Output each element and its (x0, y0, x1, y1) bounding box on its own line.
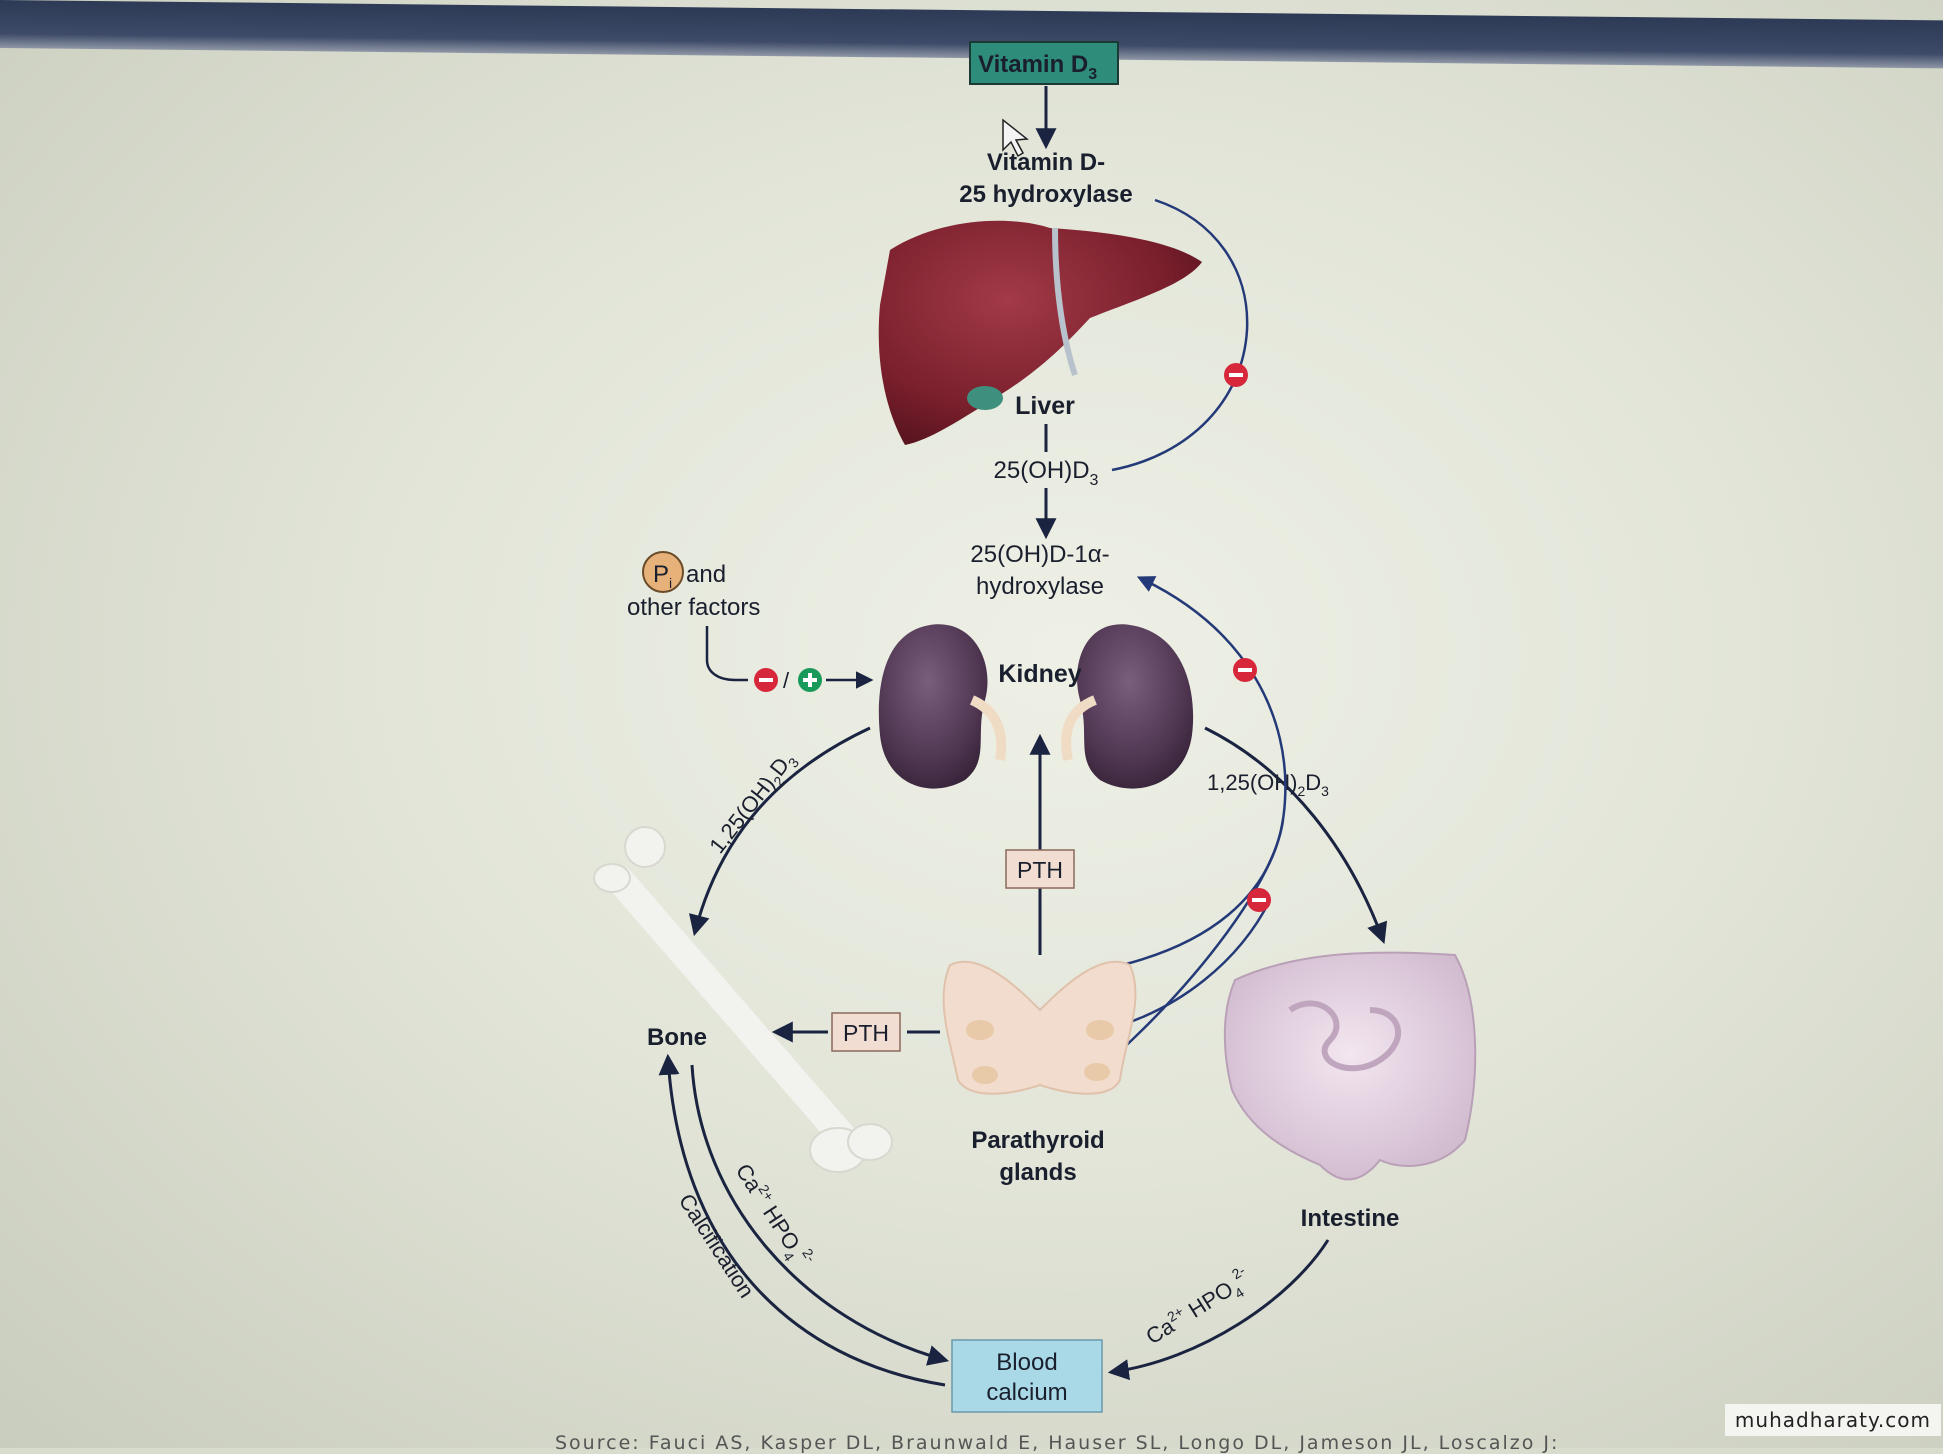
calcitriol-feedback-to-parathyroid-2 (1102, 819, 1285, 1068)
phosphate-label-line2: other factors (627, 594, 760, 621)
enzyme-25-hydroxylase-line1: Vitamin D- (987, 149, 1105, 176)
phosphate-connector (705, 626, 748, 682)
calcitriol-feedback-to-enzyme (1099, 576, 1287, 972)
right-kidney-icon (1061, 624, 1194, 789)
liver-feedback-loop (1111, 198, 1249, 472)
pth-box-bone: PTH (831, 1012, 901, 1052)
femur-bone-icon (593, 826, 893, 1173)
liver-icon (878, 220, 1202, 445)
intestine-icon (1223, 951, 1477, 1181)
arrow-blood-to-bone (658, 1053, 946, 1387)
svg-text:Blood: Blood (996, 1349, 1057, 1376)
ions-label-intestine: Ca2+HPO42- (1139, 1262, 1257, 1354)
phosphate-badge: Pi (642, 551, 684, 593)
kidney-label: Kidney (998, 660, 1081, 688)
calcitriol-label-right: 1,25(OH)2D3 (1207, 770, 1329, 799)
intestine-label: Intestine (1301, 1205, 1400, 1232)
parathyroid-glands-icon (942, 960, 1137, 1095)
phosphate-label-line1: and (686, 561, 726, 588)
slash-separator: / (783, 668, 790, 693)
liver-inhibition-badge (1224, 363, 1248, 387)
arrow-intestine-to-blood (1107, 1239, 1330, 1381)
svg-text:calcium: calcium (986, 1379, 1067, 1406)
source-citation: Source: Fauci AS, Kasper DL, Braunwald E… (555, 1432, 1560, 1454)
vitamin-d3-subscript: 3 (1088, 66, 1097, 83)
calcitriol-label-left: 1,25(OH)2D3 (704, 746, 802, 860)
enzyme-1a-hydroxylase-line1: 25(OH)D-1α- (970, 541, 1109, 568)
calcification-label: Calcification (674, 1189, 760, 1302)
pth-box-kidney: PTH (1005, 849, 1075, 889)
arrow-kidney-to-intestine (1204, 726, 1388, 944)
left-kidney-icon (878, 624, 1007, 789)
liver-label: Liver (1015, 392, 1075, 420)
parathyroid-inhibition-badge (1247, 888, 1271, 912)
svg-text:PTH: PTH (1017, 857, 1063, 883)
blood-calcium-node: Blood calcium (951, 1339, 1103, 1413)
enzyme-1a-hydroxylase-line2: hydroxylase (976, 573, 1104, 600)
vitamin-d3-node: Vitamin D3 (969, 41, 1119, 85)
mouse-cursor-icon (1002, 118, 1029, 158)
arrow-kidney-to-bone (689, 726, 871, 937)
factor-inhibition-badge (754, 668, 778, 692)
enzyme-25-hydroxylase-line2: 25 hydroxylase (959, 181, 1132, 208)
svg-text:PTH: PTH (843, 1020, 889, 1046)
parathyroid-label-line2: glands (999, 1159, 1076, 1186)
svg-text:Pi: Pi (653, 561, 672, 591)
calcidiol-label: 25(OH)D3 (994, 457, 1099, 489)
watermark: muhadharaty.com (1724, 1404, 1941, 1436)
bone-label: Bone (647, 1024, 707, 1051)
vitamin-d3-label: Vitamin D (978, 51, 1088, 78)
parathyroid-label-line1: Parathyroid (971, 1127, 1104, 1154)
factor-stimulation-badge (798, 668, 822, 692)
enzyme-inhibition-badge (1233, 658, 1257, 682)
svg-text:Vitamin D3: Vitamin D3 (978, 51, 1097, 83)
arrow-bone-to-blood (690, 1064, 950, 1366)
